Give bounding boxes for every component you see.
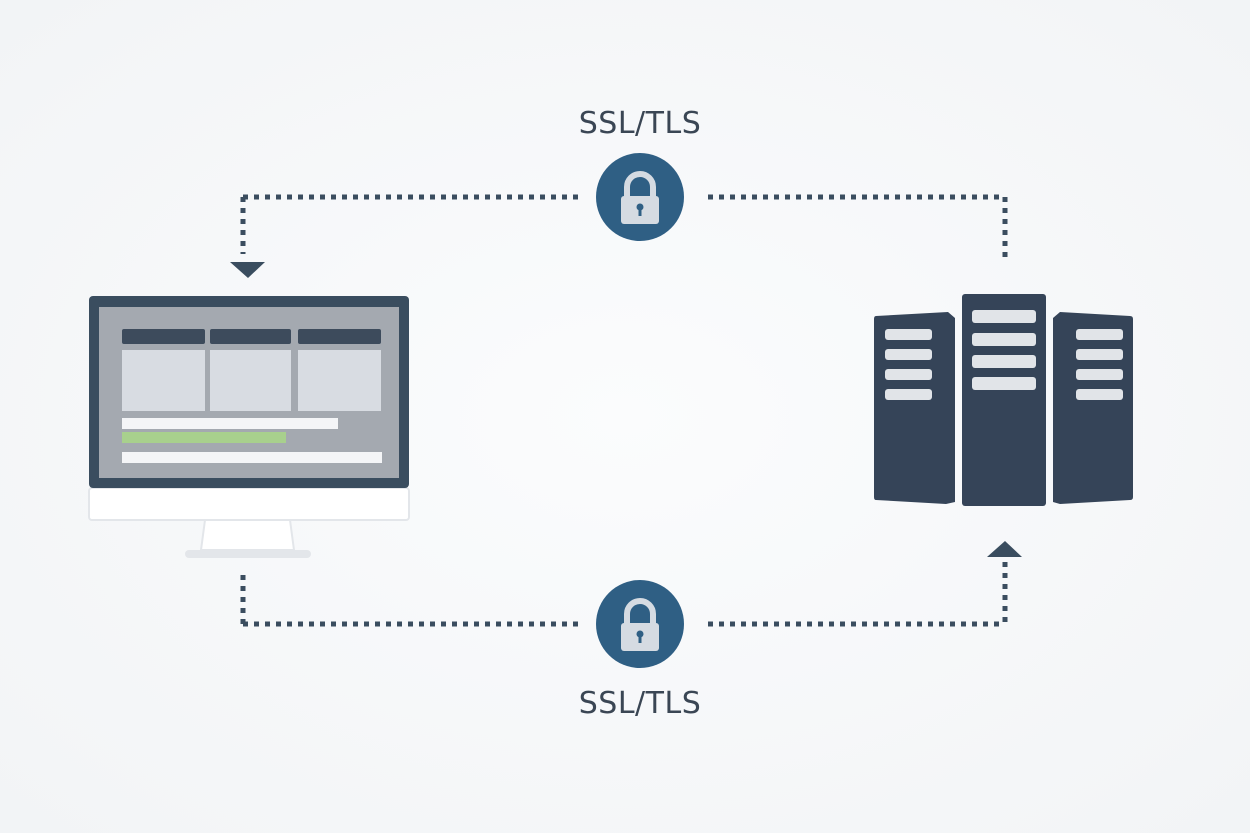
bottom-connection [240,562,1008,627]
arrow-down-icon [230,262,265,278]
arrow-up-icon [987,541,1022,557]
lock-icon [596,153,684,241]
lock-icon [596,580,684,668]
bottom-protocol-label: SSL/TLS [578,686,702,721]
top-connection [240,194,1008,262]
server-rack-icon [874,294,1133,506]
top-protocol-label: SSL/TLS [578,106,702,141]
progress-bar [122,432,286,443]
desktop-monitor-icon [88,296,410,558]
